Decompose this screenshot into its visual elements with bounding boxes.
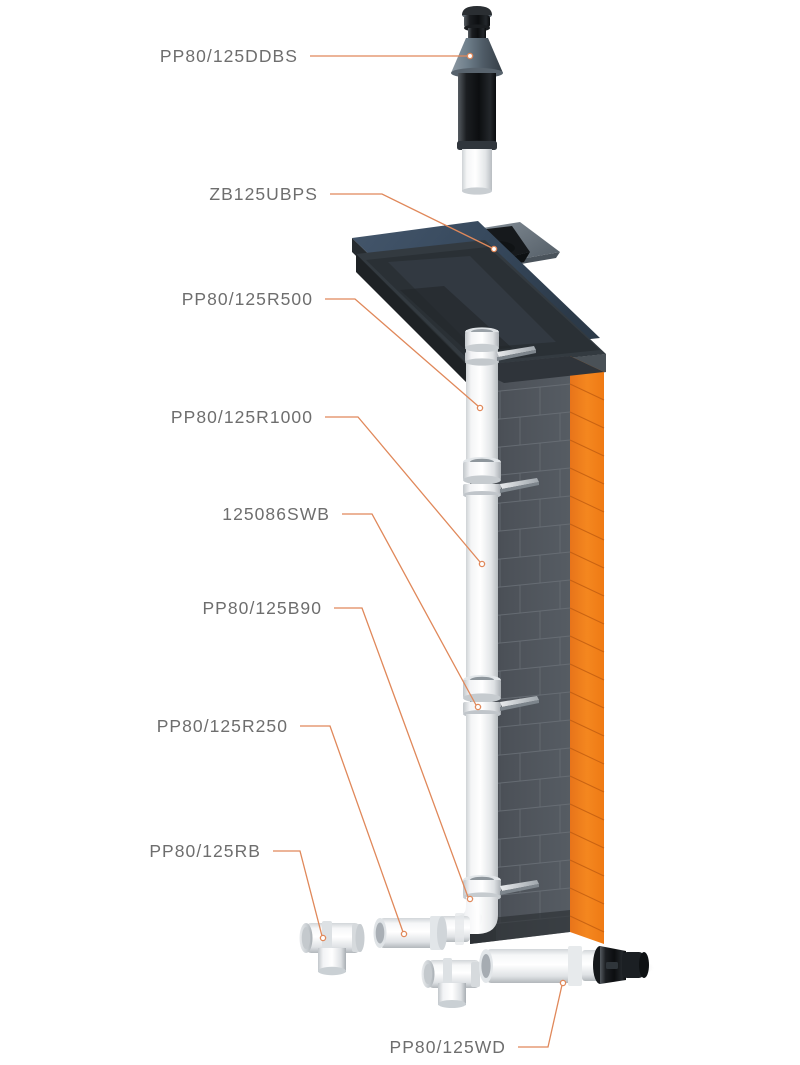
leader-r500	[325, 298, 479, 407]
part-wall-bracket-4	[500, 880, 539, 895]
part-wall-duct-wd	[479, 946, 649, 986]
leader-rb	[273, 850, 323, 937]
leader-wd	[518, 984, 563, 1048]
part-pipe-r250	[373, 916, 447, 950]
part-pipe-r1000	[466, 495, 498, 680]
pipe-socket-joint-1	[463, 457, 501, 499]
label-b90: PP80/125B90	[202, 598, 322, 618]
leader-swb	[342, 513, 477, 706]
vertical-flue-run	[434, 327, 539, 945]
leader-r1000	[325, 416, 481, 563]
label-rb: PP80/125RB	[149, 841, 261, 861]
pipe-socket-joint-2	[463, 675, 501, 718]
label-ubps: ZB125UBPS	[209, 184, 318, 204]
part-pipe-lower-run	[466, 714, 498, 880]
leader-r250	[300, 725, 404, 933]
leader-ubps	[330, 193, 493, 249]
label-wd: PP80/125WD	[389, 1037, 506, 1057]
part-roof-terminal-ddbs	[451, 6, 503, 195]
leader-b90	[334, 607, 469, 898]
part-wall-bracket-3	[500, 696, 539, 711]
label-ddbs: PP80/125DDBS	[159, 46, 298, 66]
part-wall-bracket-2	[500, 478, 539, 493]
label-r500: PP80/125R500	[181, 289, 313, 309]
label-r1000: PP80/125R1000	[170, 407, 313, 427]
label-r250: PP80/125R250	[156, 716, 288, 736]
label-swb: 125086SWB	[222, 504, 330, 524]
leader-lines	[273, 52, 567, 1048]
part-wall-bracket-1	[497, 346, 536, 361]
part-pipe-r500	[465, 327, 499, 462]
part-inspection-tee-secondary	[421, 958, 480, 1008]
